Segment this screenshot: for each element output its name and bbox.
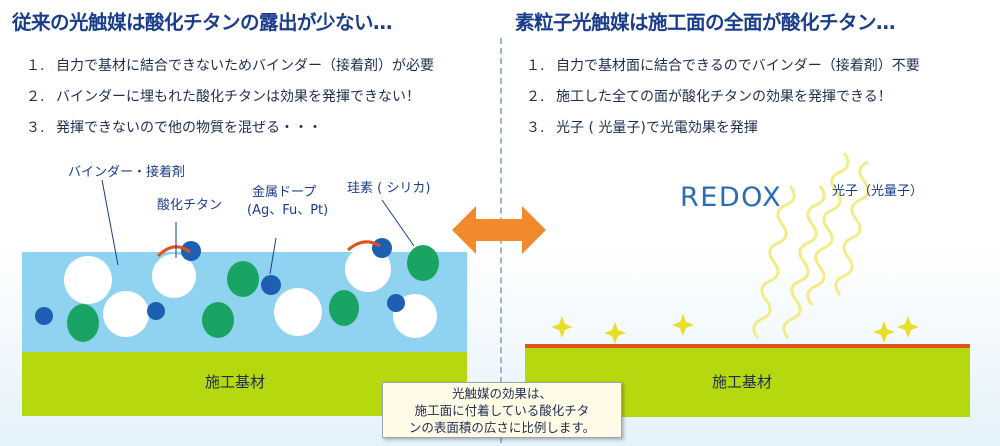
sparkle-icon — [672, 314, 694, 336]
photon-label: 光子（光量子） — [832, 184, 924, 199]
metal-particle — [147, 302, 165, 320]
right-point: ２.施工した全ての面が酸化チタンの効果を発揮できる！ — [526, 89, 892, 105]
left-point: ３.発揮できないので他の物質を混ぜる・・・ — [26, 120, 322, 136]
titanium-label: 酸化チタン — [157, 198, 223, 213]
titanium-particle — [64, 256, 112, 304]
leader-line-metal — [269, 237, 277, 275]
left-point-list: １.自力で基材に結合できないためバインダー（接着剤）が必要 ２.バインダーに埋も… — [26, 55, 434, 148]
titanium-particle — [103, 291, 149, 337]
note-line: 施工面に付着している酸化チタ — [414, 403, 590, 418]
leader-line-binder — [101, 179, 119, 266]
right-point: ３.光子 ( 光量子)で光電効果を発揮 — [526, 120, 758, 136]
metal-particle — [181, 241, 201, 261]
titanium-particle — [152, 254, 196, 298]
redox-logo: REDOX — [680, 182, 783, 213]
sparkle-icon — [873, 321, 895, 343]
sparkle-icon — [897, 316, 919, 338]
leader-line-silicon — [381, 199, 415, 247]
binder-label: バインダー・接着剤 — [68, 165, 186, 180]
exposed-film-arc — [347, 240, 381, 252]
note-line: ンの表面積の広さに比例します。 — [408, 420, 596, 435]
left-point: ２.バインダーに埋もれた酸化チタンは効果を発揮できない！ — [26, 89, 420, 105]
metal-particle — [35, 307, 53, 325]
silica-particle — [67, 304, 99, 342]
titanium-particle — [274, 288, 322, 336]
sparkle-icon — [551, 316, 573, 338]
left-title: 従来の光触媒は酸化チタンの露出が少ない… — [12, 11, 393, 34]
wavy-photon-icon — [806, 152, 850, 306]
titanium-film — [525, 344, 970, 348]
right-title: 素粒子光触媒は施工面の全面が酸化チタン… — [515, 11, 896, 34]
wavy-photon-icon — [782, 185, 826, 339]
right-point-list: １.自力で基材面に結合できるのでバインダー（接着剤）不要 ２.施工した全ての面が… — [526, 55, 920, 148]
sparkle-icon — [604, 322, 626, 344]
wavy-photon-icon — [752, 185, 796, 339]
metal-particle — [261, 275, 281, 295]
metal-dope-label: 金属ドープ — [252, 185, 317, 200]
right-point: １.自力で基材面に結合できるのでバインダー（接着剤）不要 — [526, 58, 920, 74]
silica-particle — [227, 261, 259, 297]
silicon-label: 珪素 ( シリカ) — [347, 181, 431, 196]
silica-particle — [329, 290, 359, 326]
wavy-photon-icon — [834, 160, 870, 296]
note-box: 光触媒の効果は、 施工面に付着している酸化チタ ンの表面積の広さに比例します。 — [382, 382, 622, 438]
double-arrow-icon — [452, 206, 546, 254]
metal-particle — [372, 238, 392, 258]
silica-particle — [407, 245, 439, 281]
silica-particle — [202, 302, 234, 338]
right-substrate-label: 施工基材 — [712, 373, 773, 391]
note-line: 光触媒の効果は、 — [451, 386, 552, 401]
metal-particle — [387, 294, 405, 312]
left-point: １.自力で基材に結合できないためバインダー（接着剤）が必要 — [26, 58, 434, 74]
exposed-film-arc — [156, 245, 191, 258]
left-substrate-label: 施工基材 — [205, 373, 266, 391]
metal-dope-elements: (Ag、Fu、Pt) — [247, 203, 329, 218]
